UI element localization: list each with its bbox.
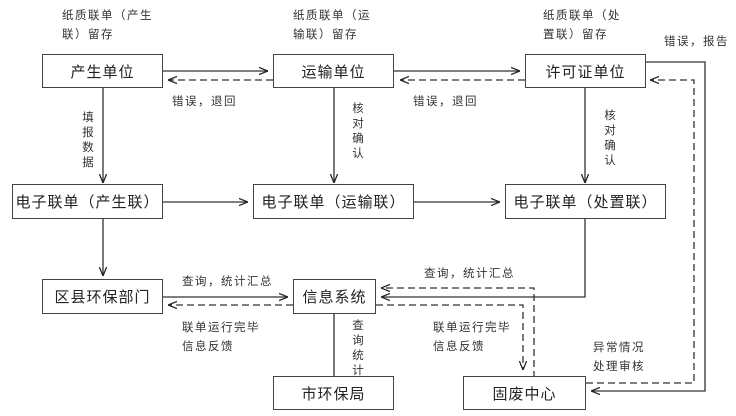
note-line: 处理审核: [593, 359, 645, 373]
note-line: 联单运行完毕: [433, 320, 511, 334]
note-error-report: 错误，报告: [664, 32, 729, 51]
node-eform-transport-label: 电子联单（运输联）: [261, 193, 406, 211]
edge-permit-to-center-report: [591, 61, 706, 391]
label-verify-confirm-1: 核 对 确 认: [351, 101, 365, 161]
node-producer-label: 产生单位: [70, 62, 135, 81]
label-query-stats-vertical: 查 询 统 计: [351, 318, 365, 378]
label-anomaly-review: 异常情况 处理审核: [593, 338, 645, 376]
note-line: 纸质联单（产生: [62, 8, 153, 22]
label-fill-data: 填 报 数 据: [81, 110, 95, 170]
node-producer: 产生单位: [42, 54, 163, 88]
node-district-epb-label: 区县环保部门: [54, 288, 151, 306]
note-line: 错误，退回: [413, 94, 478, 108]
node-eform-transport: 电子联单（运输联）: [253, 184, 414, 219]
label-error-return-2: 错误，退回: [413, 92, 478, 111]
vchar: 对: [352, 116, 364, 130]
note-paper-disposal: 纸质联单（处 置联）留存: [543, 6, 621, 44]
vchar: 查: [352, 318, 364, 332]
edge-center-to-permit-dashed: [586, 80, 695, 384]
vchar: 填: [82, 110, 94, 124]
node-eform-producer-label: 电子联单（产生联）: [15, 193, 160, 211]
note-line: 错误，退回: [172, 94, 237, 108]
vchar: 据: [82, 155, 94, 169]
vchar: 确: [352, 131, 364, 145]
label-query-stats-right: 查询，统计汇总: [424, 264, 515, 283]
vchar: 统: [352, 348, 364, 362]
label-verify-confirm-2: 核 对 确 认: [603, 108, 617, 168]
vchar: 对: [604, 123, 616, 137]
label-feedback-right: 联单运行完毕 信息反馈: [433, 318, 511, 356]
note-paper-producer: 纸质联单（产生 联）留存: [62, 6, 153, 44]
edge-center-to-info-dashed: [381, 288, 535, 378]
node-transporter: 运输单位: [273, 54, 394, 88]
label-error-return-1: 错误，退回: [172, 92, 237, 111]
note-line: 置联）留存: [543, 27, 608, 41]
vchar: 确: [604, 138, 616, 152]
note-line: 查询，统计汇总: [424, 266, 515, 280]
node-eform-producer: 电子联单（产生联）: [12, 184, 163, 219]
vchar: 认: [352, 146, 364, 160]
note-line: 纸质联单（处: [543, 8, 621, 22]
node-permit-unit: 许可证单位: [525, 54, 646, 88]
label-feedback-left: 联单运行完毕 信息反馈: [182, 318, 260, 356]
note-line: 错误，报告: [664, 34, 729, 48]
edge-eform-disposal-to-info: [381, 219, 586, 297]
node-info-system: 信息系统: [293, 279, 376, 314]
node-eform-disposal-label: 电子联单（处置联）: [513, 193, 658, 211]
note-line: 信息反馈: [433, 339, 485, 353]
edge-info-to-center-dashed: [376, 304, 523, 370]
node-info-system-label: 信息系统: [302, 288, 367, 306]
note-paper-transport: 纸质联单（运 输联）留存: [293, 6, 371, 44]
node-district-epb: 区县环保部门: [42, 279, 163, 314]
vchar: 核: [352, 101, 364, 115]
label-query-stats-left: 查询，统计汇总: [182, 272, 273, 291]
vchar: 核: [604, 108, 616, 122]
node-permit-unit-label: 许可证单位: [545, 62, 626, 81]
vchar: 计: [352, 363, 364, 377]
note-line: 输联）留存: [293, 27, 358, 41]
node-city-epb-label: 市环保局: [301, 384, 366, 403]
vchar: 询: [352, 333, 364, 347]
node-eform-disposal: 电子联单（处置联）: [505, 184, 666, 219]
note-line: 联）留存: [62, 27, 114, 41]
vchar: 认: [604, 153, 616, 167]
vchar: 数: [82, 140, 94, 154]
note-line: 查询，统计汇总: [182, 274, 273, 288]
note-line: 信息反馈: [182, 339, 234, 353]
note-line: 联单运行完毕: [182, 320, 260, 334]
note-line: 异常情况: [593, 340, 645, 354]
note-line: 纸质联单（运: [293, 8, 371, 22]
vchar: 报: [82, 125, 94, 139]
node-solid-waste-center: 固废中心: [463, 376, 586, 410]
node-transporter-label: 运输单位: [301, 62, 366, 81]
node-city-epb: 市环保局: [273, 376, 394, 410]
node-solid-waste-center-label: 固废中心: [492, 384, 557, 403]
